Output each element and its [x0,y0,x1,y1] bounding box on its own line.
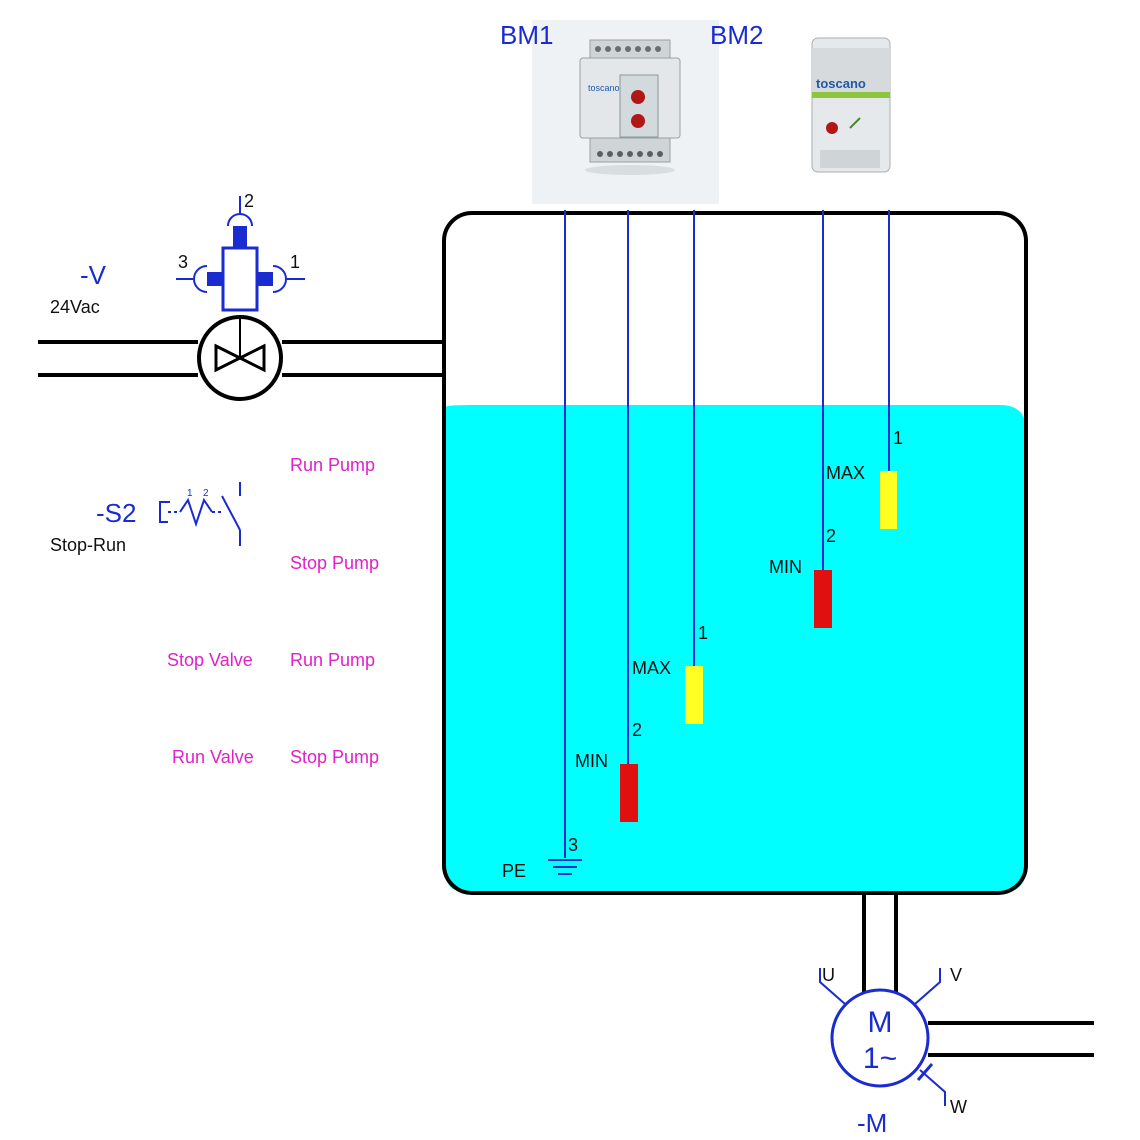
bm1-max-number: 1 [698,623,708,643]
pe-label: PE [502,861,526,881]
ground-symbol [548,859,582,875]
action-stop-pump-bottom: Stop Pump [290,747,379,767]
bm2-module-image: toscano [811,37,891,173]
action-run-valve: Run Valve [172,747,254,767]
bm1-max-probe [685,666,703,724]
motor-symbol [819,968,946,1106]
valve-voltage: 24Vac [50,297,100,317]
bm1-brand-logo: toscano [588,83,620,93]
motor-terminal-v: V [950,965,962,985]
inlet-pipe [38,340,442,377]
bm1-label: BM1 [500,20,553,50]
valve-port-1-label: 1 [290,252,300,272]
switch-name: -S2 [96,498,136,528]
ground-number: 3 [568,835,578,855]
selector-switch-symbol [159,482,241,546]
motor-terminal-w: W [950,1097,967,1117]
bm2-max-label: MAX [826,463,865,483]
action-stop-pump-top: Stop Pump [290,553,379,573]
bm2-max-number: 1 [893,428,903,448]
bm2-min-probe [814,570,832,628]
bm2-label: BM2 [710,20,763,50]
tank [442,211,1028,895]
switch-position-1: 1 [187,488,193,499]
bm2-min-number: 2 [826,526,836,546]
valve-port-3-label: 3 [178,252,188,272]
bm1-module-image: toscano [532,20,719,204]
bm2-min-label: MIN [769,557,802,577]
switch-caption: Stop-Run [50,535,126,555]
water-fill [444,405,1026,893]
valve-port-2-label: 2 [244,191,254,211]
probe-wires [564,210,890,858]
motor-phase: 1~ [863,1042,897,1075]
action-run-pump-top: Run Pump [290,455,375,475]
motor-name: -M [857,1108,887,1138]
action-run-pump-bottom: Run Pump [290,650,375,670]
bm1-min-number: 2 [632,720,642,740]
tank-outline [442,211,1028,895]
motor-terminal-u: U [822,965,835,985]
outlet-pipe [862,895,1094,1057]
bm1-min-probe [620,764,638,822]
valve-actuator-symbol [176,196,305,312]
valve-name: -V [80,260,107,290]
action-stop-valve: Stop Valve [167,650,253,670]
bm2-brand-logo: toscano [816,76,866,91]
valve-body-symbol [197,315,283,401]
bm1-min-label: MIN [575,751,608,771]
bm2-max-probe [880,471,897,529]
motor-letter: M [868,1006,893,1039]
bm1-max-label: MAX [632,658,671,678]
switch-position-2: 2 [203,488,209,499]
